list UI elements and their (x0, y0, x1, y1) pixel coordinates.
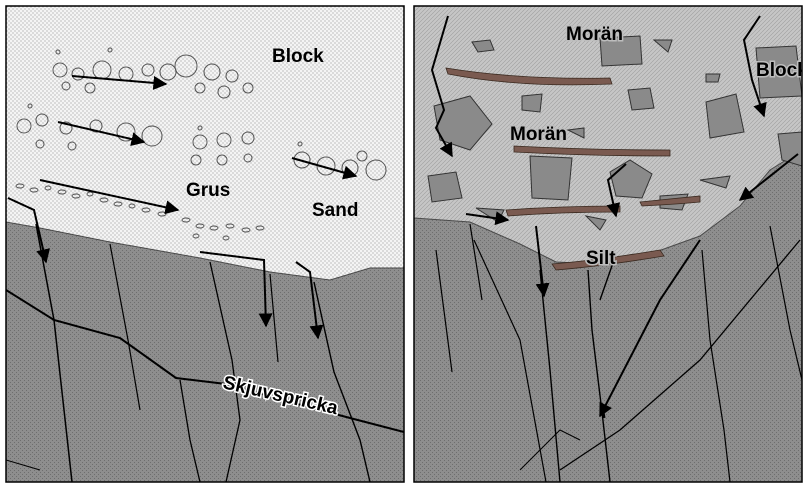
label-silt: Silt (586, 248, 616, 269)
label-grus: Grus (186, 180, 230, 201)
label-moraine-mid: Morän (510, 124, 567, 145)
label-sand: Sand (312, 200, 358, 221)
label-block: Block (272, 46, 324, 67)
right-panel: Morän Morän Block Silt (414, 6, 808, 482)
label-moraine-top: Morän (566, 24, 623, 45)
left-panel: Block Grus Sand Skjuvspricka (6, 6, 404, 482)
label-block: Block (756, 60, 808, 81)
